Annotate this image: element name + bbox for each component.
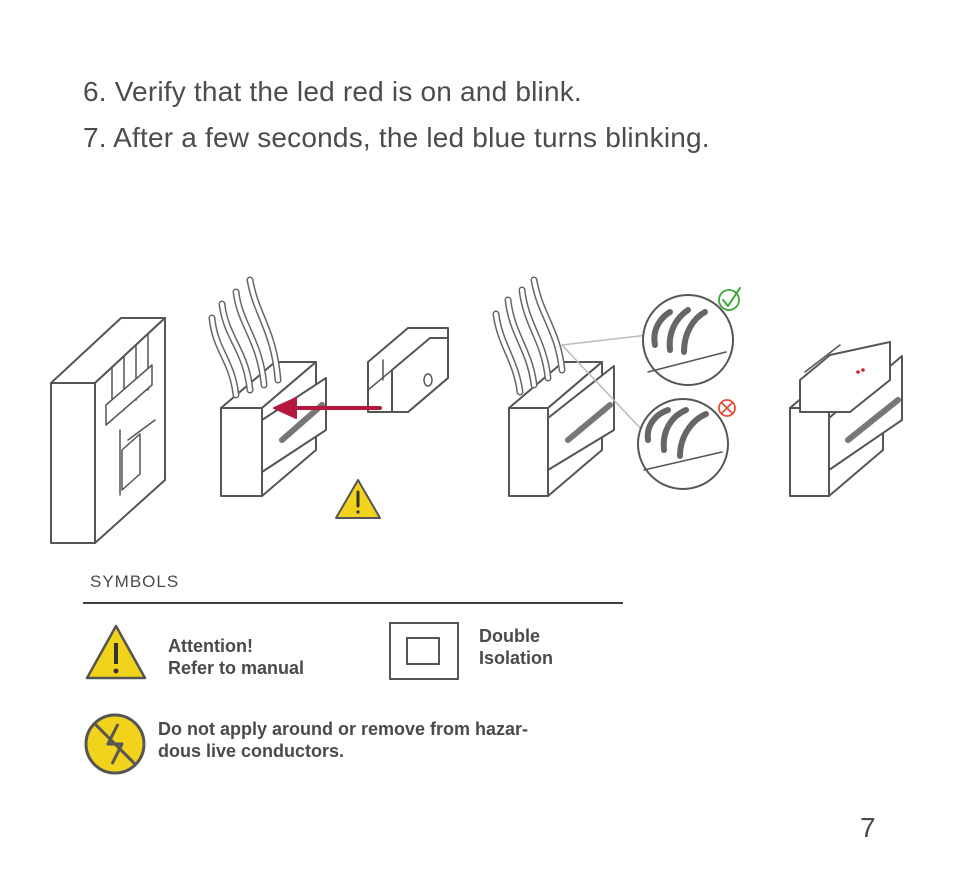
page-number: 7 — [860, 812, 876, 843]
installation-illustration — [50, 276, 903, 544]
electrical-panel — [50, 317, 166, 544]
attention-label: Attention! Refer to manual — [168, 636, 305, 678]
double-isolation-label: Double Isolation — [479, 626, 554, 668]
symbols-divider — [83, 602, 623, 604]
check-icon — [718, 287, 741, 311]
warning-triangle-icon — [335, 479, 381, 519]
double-isolation-icon — [389, 622, 459, 680]
step-6-instruction: 6. Verify that the led red is on and bli… — [83, 76, 582, 107]
cross-icon — [718, 399, 736, 417]
no-live-conductors-icon — [84, 713, 146, 775]
warning-triangle-icon — [85, 624, 147, 680]
breaker-led-on — [789, 341, 903, 497]
symbols-title: SYMBOLS — [90, 572, 180, 591]
breaker-insertion — [208, 276, 449, 497]
breaker-installed-detail — [492, 276, 734, 497]
hazard-label: Do not apply around or remove from hazar… — [158, 719, 529, 761]
step-7-instruction: 7. After a few seconds, the led blue tur… — [83, 122, 710, 153]
